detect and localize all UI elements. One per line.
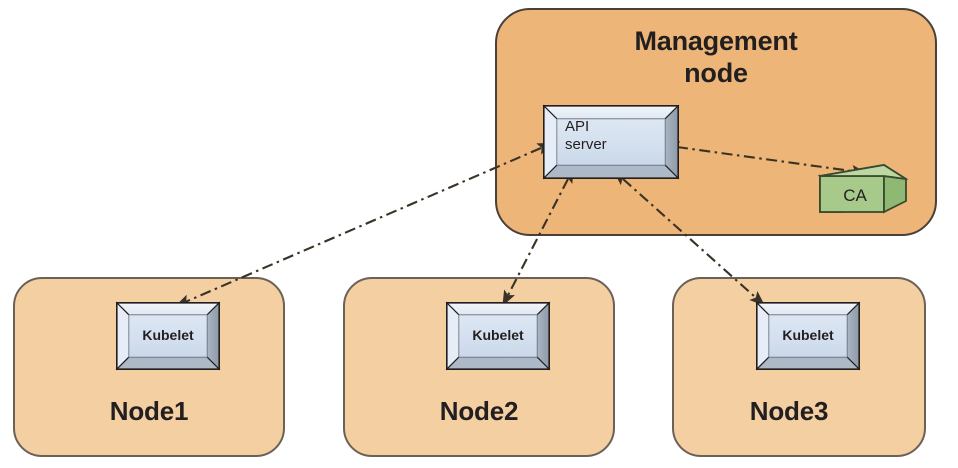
- connector-api-to-kubelet-node2[interactable]: [502, 167, 574, 307]
- kubelet-box-node2[interactable]: [445, 301, 551, 371]
- connector-group: Kubelet Node1 --> Kubelet Node2 --> Kube…: [174, 141, 868, 307]
- connector-api-to-ca[interactable]: [664, 141, 868, 178]
- connector-api-to-kubelet-node1[interactable]: [174, 142, 553, 307]
- ca-box[interactable]: [817, 164, 909, 214]
- kubelet-box-node1[interactable]: [115, 301, 221, 371]
- kubelet-box-node3[interactable]: [755, 301, 861, 371]
- connector-api-to-kubelet-node3[interactable]: [613, 170, 765, 306]
- api-server-box[interactable]: [542, 104, 680, 180]
